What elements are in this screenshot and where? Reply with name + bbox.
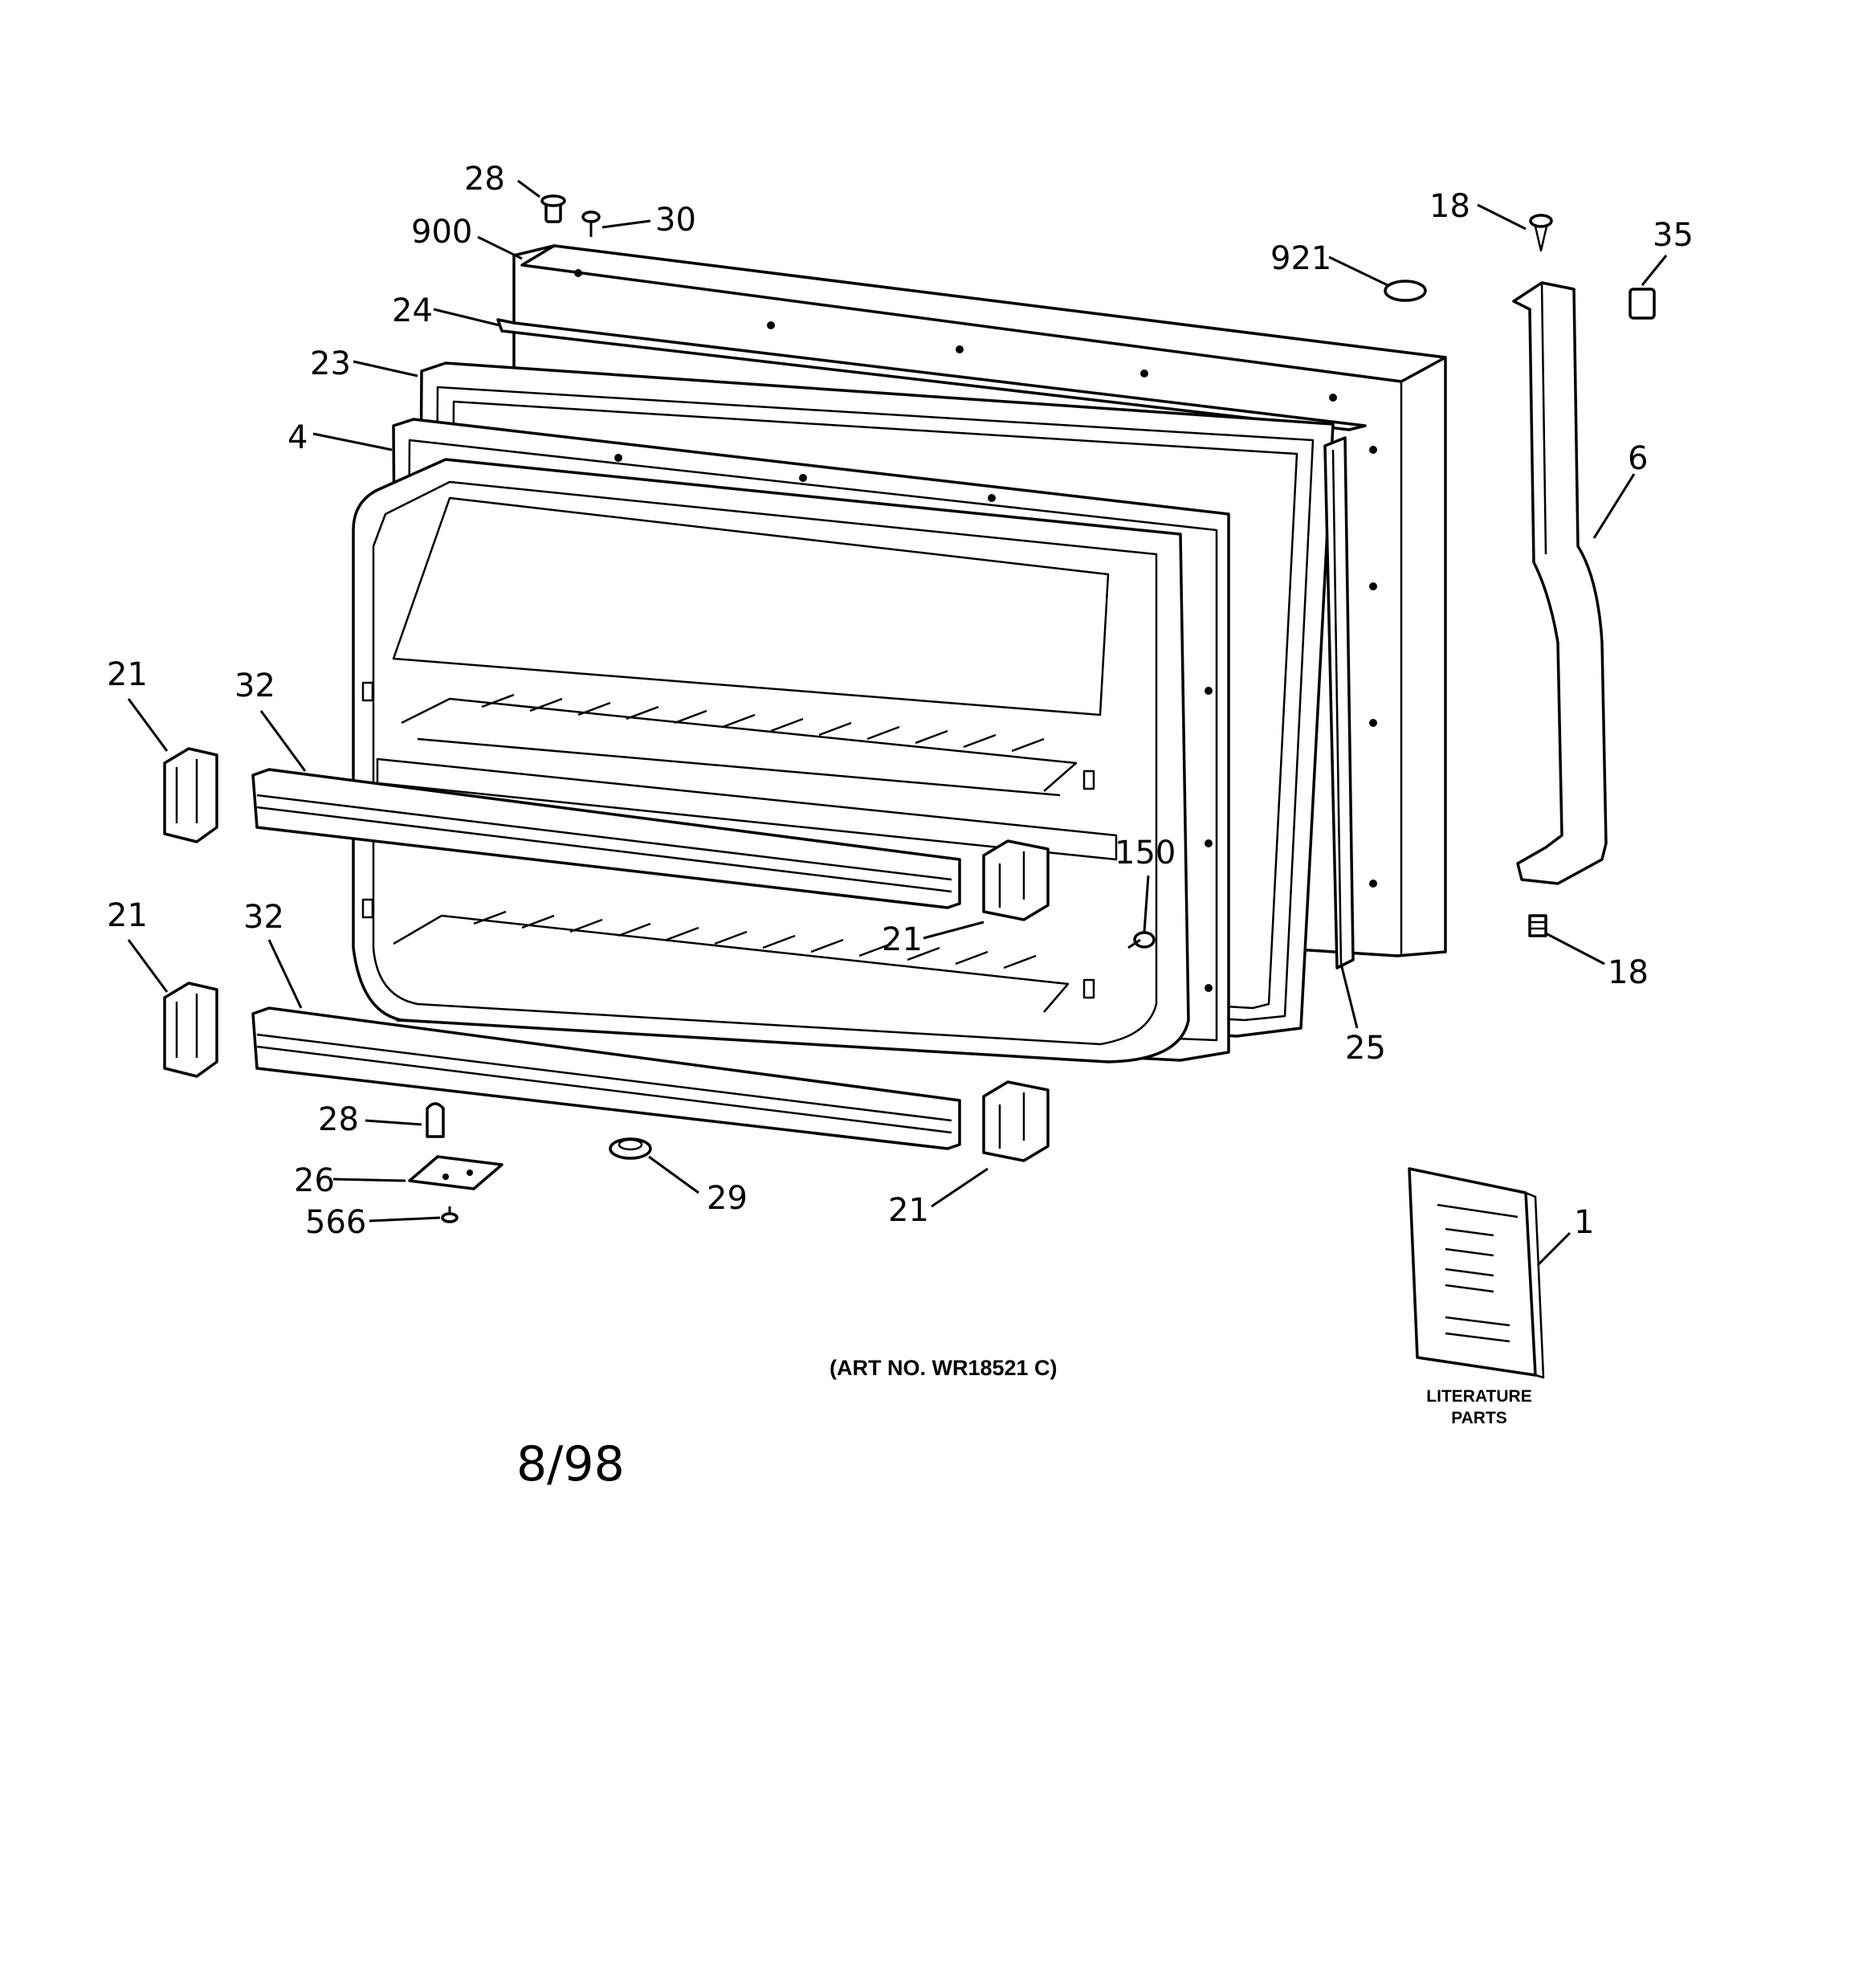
callout-921: 921: [1270, 240, 1331, 277]
callout-24: 24: [392, 292, 433, 329]
rail-end-cap-21-lower-right: [982, 1080, 1050, 1162]
callout-29: 29: [707, 1180, 748, 1217]
door-strip-24: [496, 318, 1367, 431]
callout-1: 1: [1574, 1204, 1594, 1241]
screw-566: [441, 1206, 459, 1223]
screw-150: [1127, 931, 1156, 949]
callout-35: 35: [1653, 217, 1694, 254]
rail-end-cap-21-upper-right: [982, 839, 1050, 921]
callout-26: 26: [294, 1162, 335, 1199]
literature-booklet-1: [1408, 1167, 1545, 1379]
callout-25: 25: [1345, 1030, 1386, 1067]
screw-28-top: [540, 194, 566, 223]
plug-921: [1384, 280, 1427, 302]
art-number: (ART NO. WR18521 C): [830, 1356, 1058, 1380]
screw-18-top: [1529, 214, 1553, 252]
nut-18-bottom: [1528, 914, 1547, 937]
callout-21-upper-left: 21: [107, 656, 148, 693]
callout-18-top: 18: [1429, 188, 1470, 225]
callout-21-lower-left: 21: [107, 897, 148, 934]
leader-lines: [127, 179, 1668, 1267]
literature-label-line2: PARTS: [1451, 1409, 1507, 1427]
callout-28-top: 28: [464, 161, 505, 198]
callout-30: 30: [655, 202, 696, 239]
callout-566: 566: [305, 1204, 366, 1241]
revision-date: 8/98: [516, 1436, 625, 1492]
door-handle-6: [1512, 281, 1608, 885]
plug-29: [609, 1137, 652, 1160]
callout-32-lower: 32: [243, 899, 284, 936]
callout-21-lower-right: 21: [888, 1192, 929, 1229]
callout-18-bottom: 18: [1608, 954, 1649, 991]
screw-30: [581, 210, 601, 237]
door-bin-body: [352, 458, 1190, 1063]
breaker-strip-25: [1323, 436, 1355, 970]
lower-shelf-ribs: [393, 910, 1070, 1013]
upper-shelf-ribs: [401, 693, 1078, 797]
callout-28-bottom: 28: [318, 1101, 359, 1138]
rail-end-cap-21-lower-left: [163, 982, 218, 1078]
callout-150: 150: [1115, 835, 1176, 872]
door-rail-32-upper: [251, 768, 961, 909]
pin-28-bottom: [426, 1102, 445, 1138]
literature-label-line1: LITERATURE: [1426, 1387, 1531, 1406]
callout-21-upper-right: 21: [882, 921, 923, 958]
cap-35: [1629, 288, 1656, 320]
callout-900: 900: [411, 214, 472, 251]
callout-6: 6: [1628, 440, 1648, 477]
door-rail-32-lower: [251, 1006, 961, 1150]
callout-23: 23: [310, 345, 351, 382]
callout-4: 4: [287, 419, 308, 456]
callout-32-upper: 32: [234, 667, 275, 704]
plate-26: [408, 1155, 503, 1190]
rail-end-cap-21-upper-left: [163, 747, 218, 843]
